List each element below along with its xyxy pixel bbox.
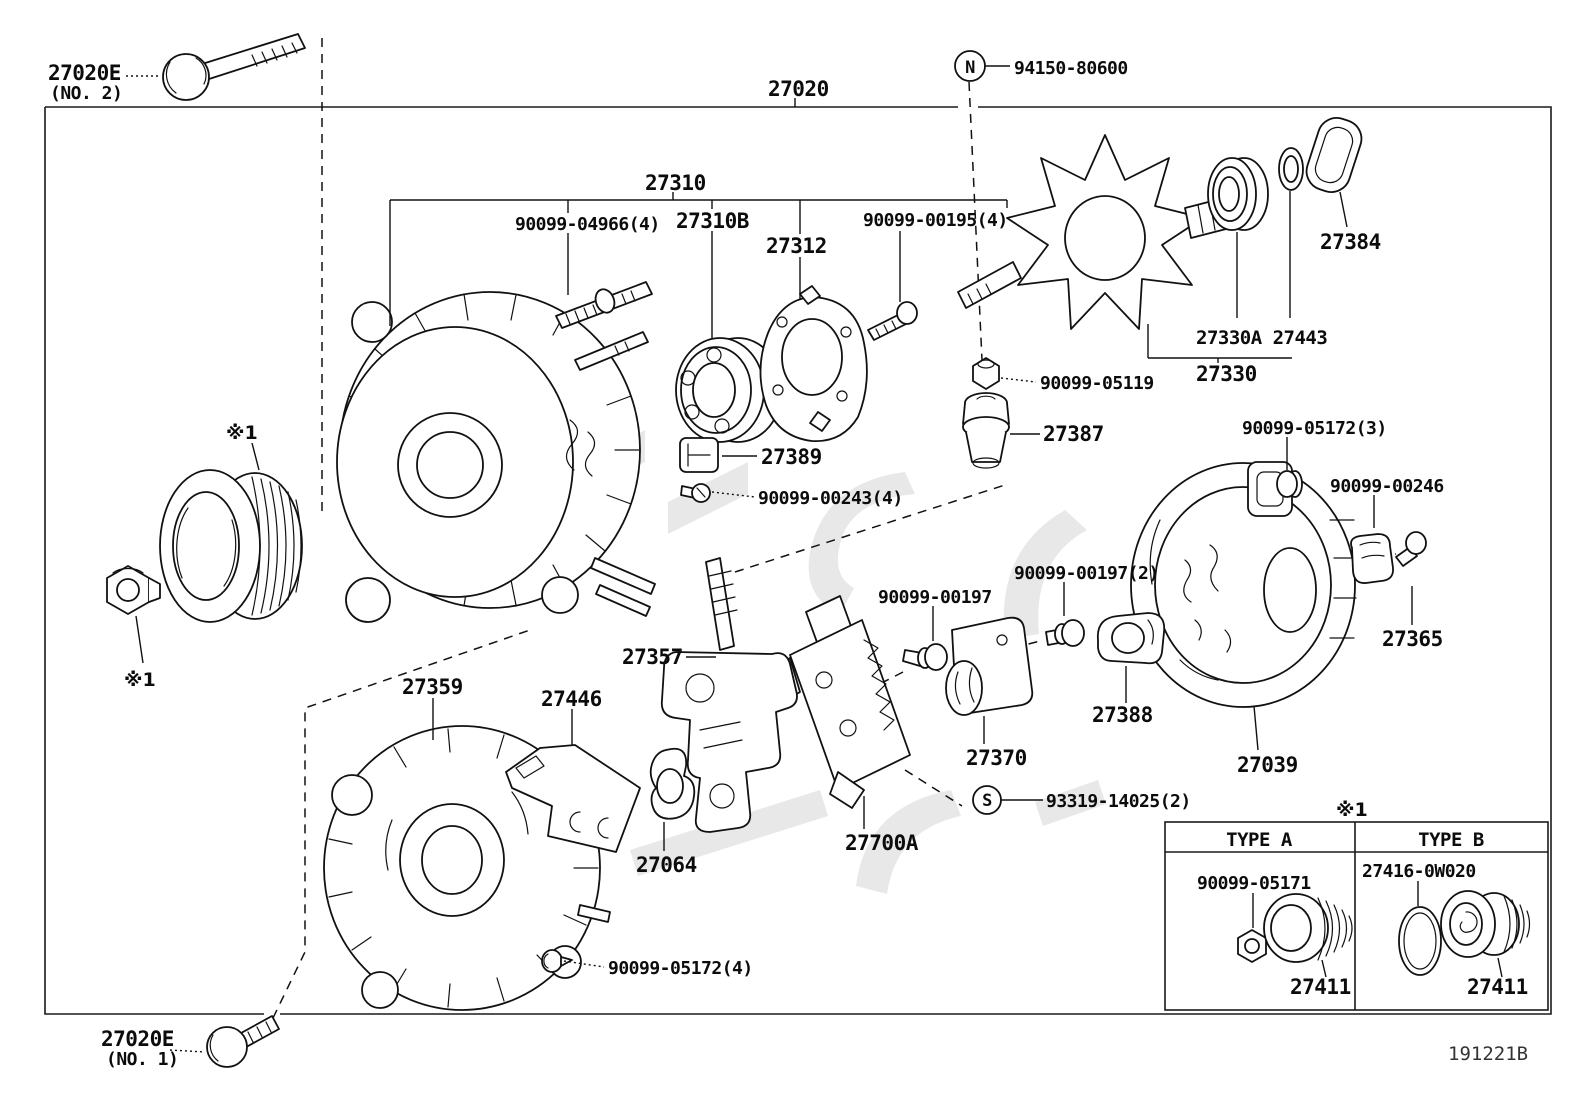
bolt-00197-drawing xyxy=(902,643,948,671)
table-pulley-a-drawing xyxy=(1263,893,1353,963)
grommet-05172-drawing xyxy=(1276,470,1303,498)
bolt-00195-drawing xyxy=(867,301,918,341)
label-bearing-rear-pair: 27330A 27443 xyxy=(1196,327,1327,349)
insulator-drawing xyxy=(962,392,1010,469)
label-gasket: 27064 xyxy=(636,853,697,877)
diagram-frame xyxy=(44,106,1552,1015)
gasket-drawing xyxy=(649,747,696,820)
through-bolt-no2-drawing xyxy=(162,33,306,101)
stud-bolt-drawing xyxy=(555,281,653,329)
rotor-drawing xyxy=(957,134,1231,330)
label-bolt-00195: 90099-00195(4) xyxy=(863,210,1008,231)
label-plug: 27365 xyxy=(1382,627,1443,651)
label-table-pulley-a: 27411 xyxy=(1290,975,1351,999)
rear-end-cover-drawing xyxy=(1130,461,1357,708)
brush-holder-cover-drawing xyxy=(1096,612,1166,665)
retainer-plate-drawing xyxy=(759,285,868,442)
table-header-type-a: TYPE A xyxy=(1226,829,1293,851)
n-marker xyxy=(954,50,986,82)
s-marker xyxy=(972,785,1002,815)
label-grommet-05172-3: 90099-05172(3) xyxy=(1242,418,1387,439)
label-bolt-00197-pair: 90099-00197(2) xyxy=(1014,563,1159,584)
bearing-ring-drawing xyxy=(1278,147,1304,191)
label-regulator: 27370 xyxy=(966,746,1027,770)
bolt-00197-pair-drawing xyxy=(1045,619,1085,647)
label-coil-group: 27310 xyxy=(645,171,706,195)
label-table-plate-b: 27416-0W020 xyxy=(1362,861,1476,882)
regulator-drawing xyxy=(945,616,1034,716)
bolt-00246-drawing xyxy=(1395,531,1427,567)
alternator-assembly-drawing xyxy=(336,291,656,623)
label-table-pulley-b: 27411 xyxy=(1467,975,1528,999)
label-stud-bolt: 90099-04966(4) xyxy=(515,214,660,235)
label-bearing-cover: 27384 xyxy=(1320,230,1381,254)
brush-holder-drawing xyxy=(660,557,798,833)
label-bolt-no2-note: (NO. 2) xyxy=(50,83,122,104)
label-bolt-00246: 90099-00246 xyxy=(1330,476,1444,497)
table-plate-b-drawing xyxy=(1398,906,1442,976)
label-screw-05172-4: 90099-05172(4) xyxy=(608,958,753,979)
label-alternator-assy: 27020 xyxy=(768,77,829,101)
label-bolt-no1: 27020E xyxy=(101,1027,174,1051)
label-marker-n: N xyxy=(965,58,975,78)
variant-table xyxy=(1164,821,1549,1011)
nut-05119-drawing xyxy=(972,357,1000,390)
ref-mark-pulley: ※1 xyxy=(226,422,258,444)
through-bolt-no1-drawing xyxy=(206,1015,280,1068)
label-screw-00243: 90099-00243(4) xyxy=(758,488,903,509)
cap-drawing xyxy=(679,437,719,473)
pulley-nut-drawing xyxy=(106,565,161,615)
label-brush-holder: 27357 xyxy=(622,645,683,669)
rear-bearing-drawing xyxy=(1207,157,1269,231)
label-nut-n: 94150-80600 xyxy=(1014,58,1128,79)
label-rectifier: 27700A xyxy=(845,831,919,855)
label-bolt-00197: 90099-00197 xyxy=(878,587,992,608)
label-terminal-bracket: 27446 xyxy=(541,687,602,711)
ref-mark-nut: ※1 xyxy=(124,669,156,691)
label-insulator: 27387 xyxy=(1043,422,1104,446)
ref-mark-table: ※1 xyxy=(1336,799,1368,821)
callout-leaders xyxy=(126,65,1413,1053)
label-brush-holder-cover: 27388 xyxy=(1092,703,1153,727)
label-rear-end-cover: 27039 xyxy=(1237,753,1298,777)
plug-drawing xyxy=(1350,533,1394,584)
label-nut-05119: 90099-05119 xyxy=(1040,373,1154,394)
pulley-drawing xyxy=(159,469,303,623)
label-cap: 27389 xyxy=(761,445,822,469)
label-table-nut-a: 90099-05171 xyxy=(1197,873,1311,894)
drawing-code: 191221B xyxy=(1448,1043,1528,1065)
bearing-cover-drawing xyxy=(1305,117,1363,193)
label-bolt-no2: 27020E xyxy=(48,61,121,85)
table-header-type-b: TYPE B xyxy=(1418,829,1484,851)
terminal-bracket-drawing xyxy=(505,744,641,853)
label-drive-end-frame: 27359 xyxy=(402,675,463,699)
label-marker-s: S xyxy=(982,791,992,811)
label-retainer-plate: 27312 xyxy=(766,234,827,258)
label-rotor-assy: 27330 xyxy=(1196,362,1257,386)
label-screw-s: 93319-14025(2) xyxy=(1046,791,1191,812)
label-bearing-front: 27310B xyxy=(676,209,749,233)
table-pulley-b-drawing xyxy=(1440,890,1531,958)
screw-05172-4-drawing xyxy=(541,949,573,973)
screw-00243-drawing xyxy=(680,483,711,503)
table-nut-a-drawing xyxy=(1237,929,1267,963)
label-bolt-no1-note: (NO. 1) xyxy=(106,1049,178,1070)
